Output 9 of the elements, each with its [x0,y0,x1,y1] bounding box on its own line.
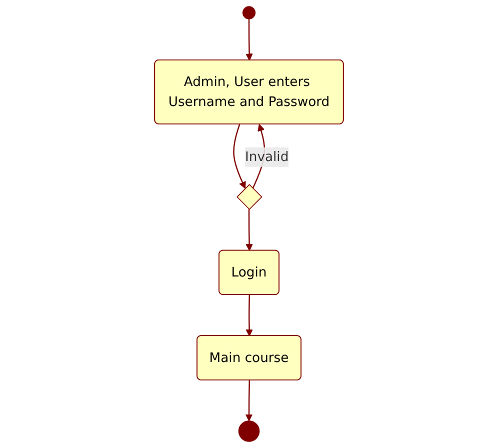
arrow [233,124,246,189]
arrow [246,209,253,251]
node-bullseye [238,420,260,442]
arrow [245,380,253,422]
node-diamond [236,184,262,210]
arrow [246,18,253,61]
node-circle [242,6,256,20]
edge-label: Invalid [245,148,289,164]
arrow [246,294,253,336]
